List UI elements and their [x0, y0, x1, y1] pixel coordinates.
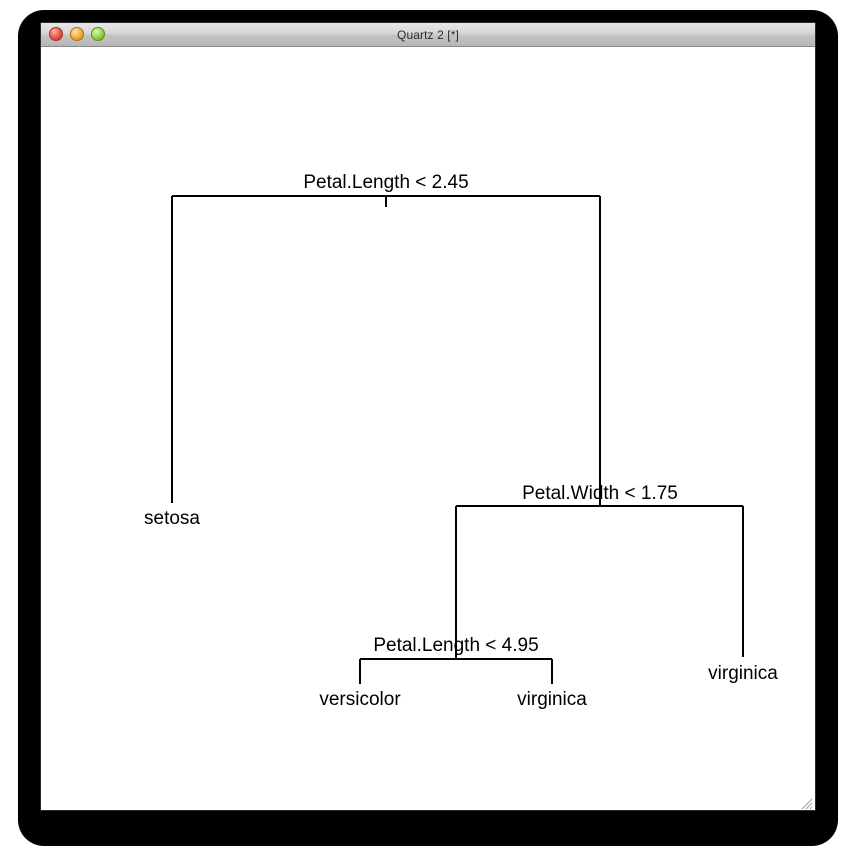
node-label-petal-width-1-75: Petal.Width < 1.75	[522, 483, 678, 504]
node-label-petal-length-4-95: Petal.Length < 4.95	[373, 635, 538, 656]
resize-grip[interactable]	[799, 796, 813, 810]
quartz-window: Quartz 2 [*] Petal.Length	[40, 22, 816, 811]
window-title: Quartz 2 [*]	[397, 27, 459, 42]
close-button[interactable]	[49, 27, 63, 41]
plot-canvas: Petal.Length < 2.45 Petal.Width < 1.75 P…	[41, 47, 815, 810]
leaf-label-virginica-middle: virginica	[517, 689, 587, 710]
node-label-petal-length-2-45: Petal.Length < 2.45	[303, 172, 468, 193]
window-controls	[49, 27, 105, 41]
window-title-bar[interactable]: Quartz 2 [*]	[41, 23, 815, 47]
decision-tree-graphic: Petal.Length < 2.45 Petal.Width < 1.75 P…	[144, 172, 778, 710]
minimize-button[interactable]	[70, 27, 84, 41]
leaf-label-setosa: setosa	[144, 508, 200, 529]
zoom-button[interactable]	[91, 27, 105, 41]
leaf-label-virginica-right: virginica	[708, 663, 778, 684]
leaf-label-versicolor: versicolor	[319, 689, 401, 710]
